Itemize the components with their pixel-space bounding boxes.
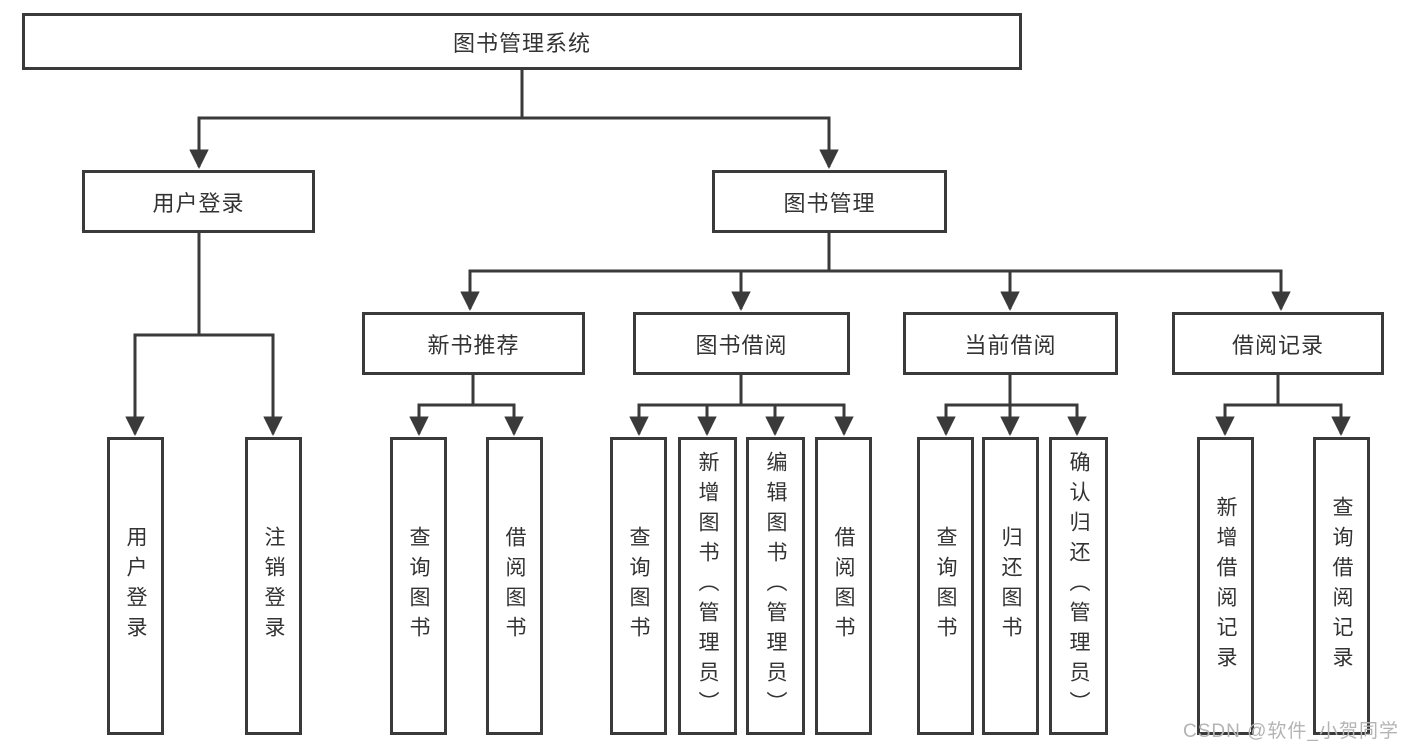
leaf-query-books-borrowing: 查询图书: [610, 437, 667, 735]
leaf-add-books-admin: 新增图书（管理员）: [678, 437, 737, 735]
csdn-watermark: CSDN @软件_小贺同学: [1183, 721, 1399, 742]
node-label: 借阅图书: [503, 526, 526, 646]
leaf-borrow-books-borrowing: 借阅图书: [815, 437, 872, 735]
node-label: 查询图书: [934, 526, 957, 646]
leaf-query-books-recommend: 查询图书: [390, 437, 447, 735]
node-book-borrowing: 图书借阅: [633, 312, 850, 375]
leaf-return-books: 归还图书: [982, 437, 1039, 735]
leaf-query-books-current: 查询图书: [917, 437, 974, 735]
leaf-add-borrow-record: 新增借阅记录: [1197, 437, 1254, 735]
leaf-borrow-books-recommend: 借阅图书: [486, 437, 543, 735]
node-label: 用户登录: [152, 190, 245, 216]
node-label: 归还图书: [999, 526, 1022, 646]
node-label: 图书借阅: [695, 332, 788, 358]
leaf-user-login: 用户登录: [107, 437, 164, 735]
node-library-management-system: 图书管理系统: [22, 13, 1022, 70]
node-label: 确认归还（管理员）: [1067, 451, 1090, 721]
leaf-edit-books-admin: 编辑图书（管理员）: [746, 437, 805, 735]
node-label: 新增图书（管理员）: [696, 451, 719, 721]
node-label: 查询图书: [407, 526, 430, 646]
node-user-login: 用户登录: [82, 170, 315, 233]
leaf-confirm-return-admin: 确认归还（管理员）: [1049, 437, 1108, 735]
node-label: 查询图书: [627, 526, 650, 646]
node-book-management: 图书管理: [712, 170, 947, 233]
node-label: 图书管理系统: [452, 30, 591, 56]
node-label: 图书管理: [783, 190, 876, 216]
node-label: 查询借阅记录: [1330, 496, 1353, 676]
leaf-logout: 注销登录: [245, 437, 302, 735]
node-label: 注销登录: [262, 526, 285, 646]
node-label: 当前借阅: [964, 332, 1057, 358]
node-label: 借阅记录: [1231, 332, 1324, 358]
node-label: 编辑图书（管理员）: [764, 451, 787, 721]
node-current-borrowing: 当前借阅: [903, 312, 1118, 375]
node-label: 用户登录: [124, 526, 147, 646]
node-new-book-recommendation: 新书推荐: [362, 312, 585, 375]
node-label: 借阅图书: [832, 526, 855, 646]
node-label: 新增借阅记录: [1214, 496, 1237, 676]
leaf-query-borrow-record: 查询借阅记录: [1313, 437, 1370, 735]
node-borrowing-records: 借阅记录: [1172, 312, 1384, 375]
node-label: 新书推荐: [427, 332, 520, 358]
